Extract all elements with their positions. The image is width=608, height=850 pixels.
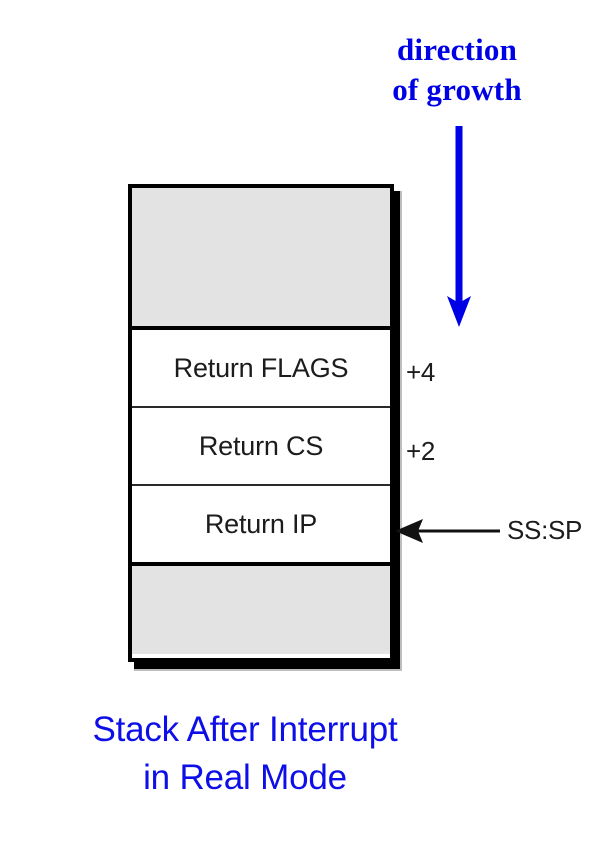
stack-cell-empty-top xyxy=(132,188,390,330)
stack-cell-return-flags: Return FLAGS xyxy=(132,330,390,408)
stack-diagram: Return FLAGS Return CS Return IP xyxy=(128,184,394,662)
stack-cell-return-ip: Return IP xyxy=(132,486,390,566)
direction-of-growth-label: direction of growth xyxy=(392,32,522,107)
figure-caption: Stack After Interrupt in Real Mode xyxy=(92,710,398,797)
stack-cell-return-cs: Return CS xyxy=(132,408,390,486)
offset-label-cs: +2 xyxy=(406,436,436,466)
left-arrow-icon xyxy=(392,518,504,544)
offset-label-flags: +4 xyxy=(406,357,436,387)
stack-pointer-label: SS:SP xyxy=(507,515,583,545)
down-arrow-icon xyxy=(430,126,488,331)
stack-cell-empty-bottom xyxy=(132,566,390,654)
